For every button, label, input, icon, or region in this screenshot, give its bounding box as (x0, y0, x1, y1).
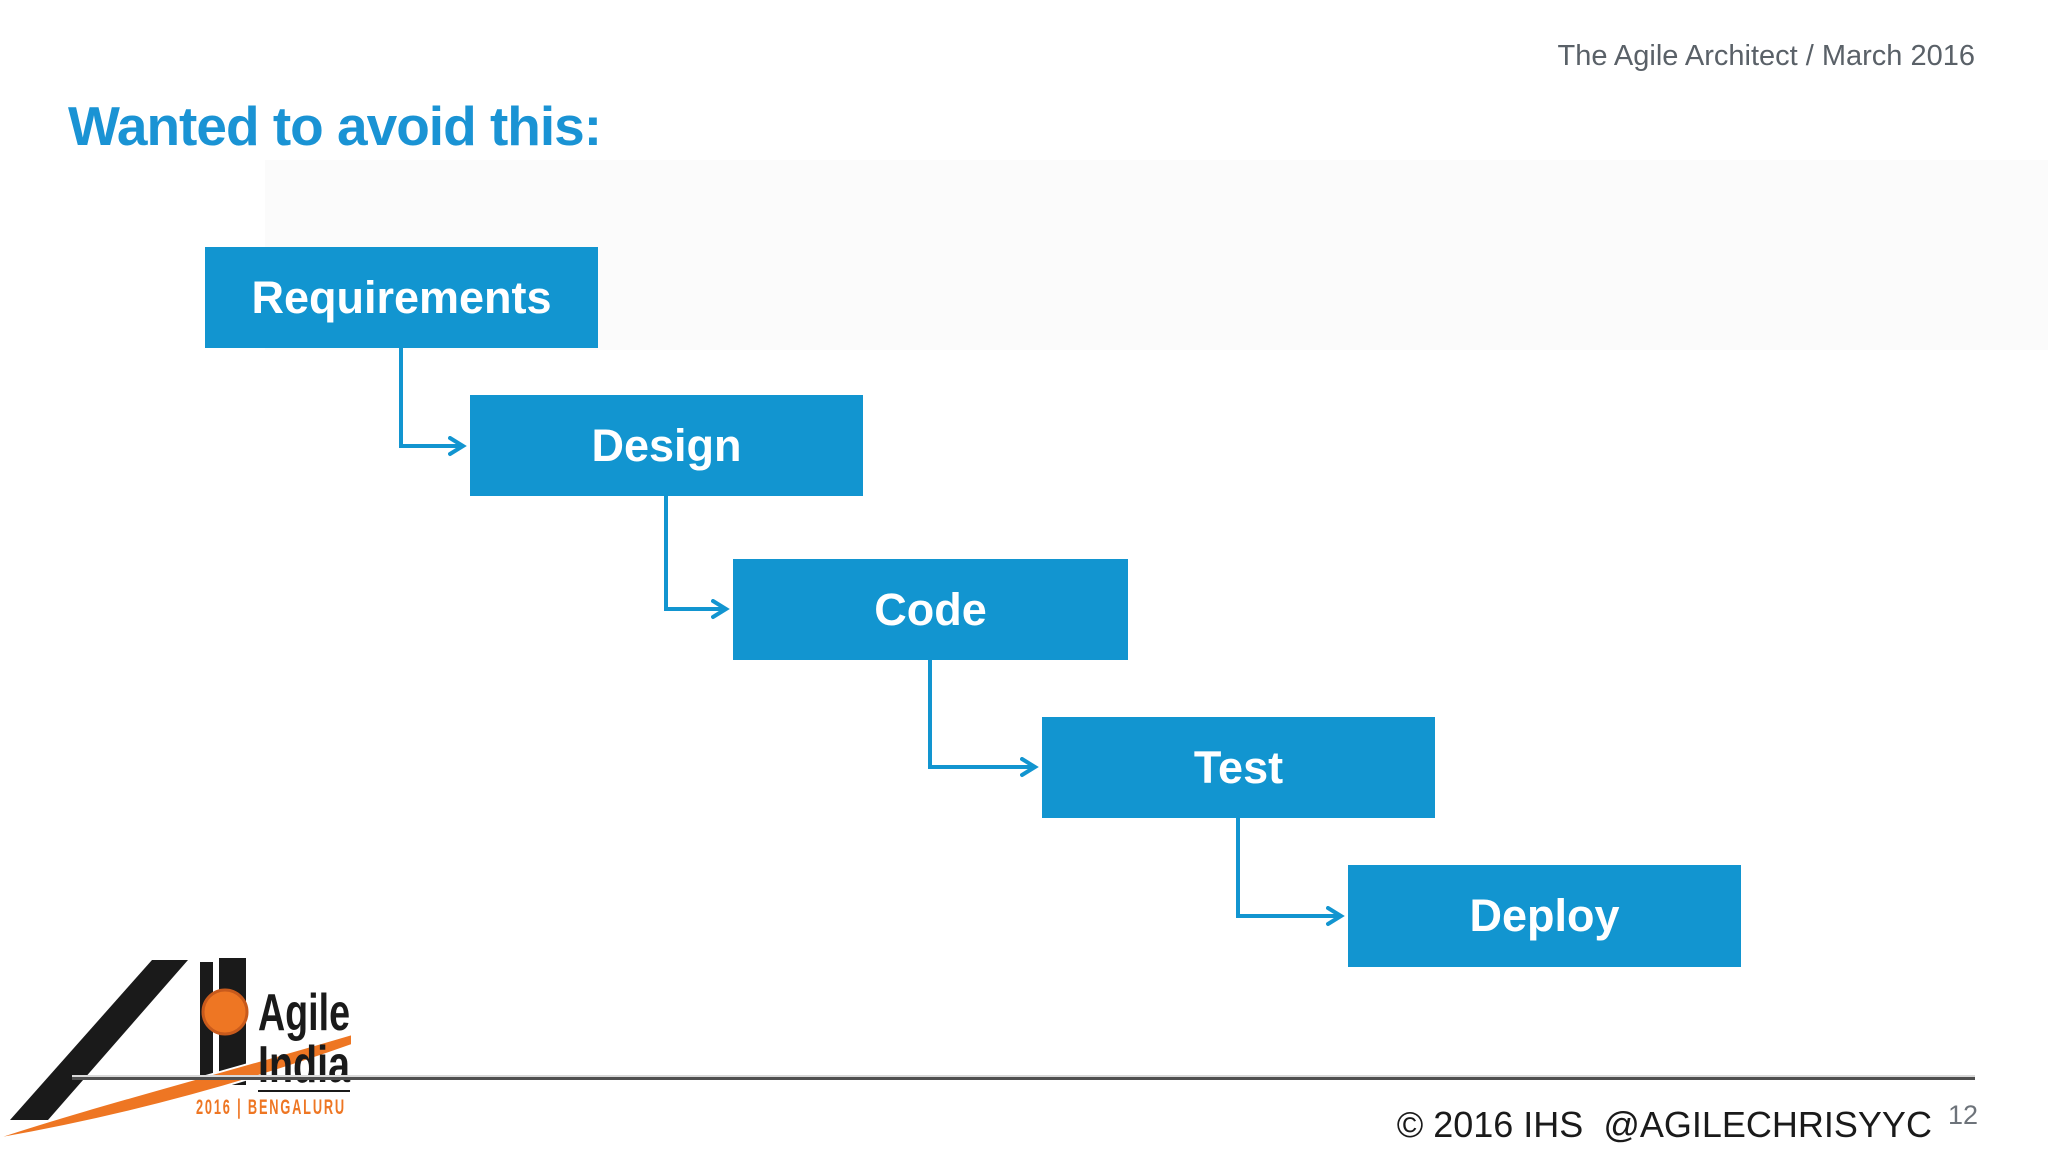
flow-box-label: Test (1193, 741, 1284, 793)
flow-box-test: Test (1042, 717, 1435, 818)
footer-copyright: © 2016 IHS @AGILECHRISYYC (1396, 1104, 1932, 1145)
logo-diagonal-stroke (10, 960, 188, 1120)
flow-arrow-design-code (664, 496, 730, 619)
page-title: Wanted to avoid this: (68, 95, 602, 157)
flow-arrow-code-test (928, 660, 1039, 777)
agile-india-logo: Agile India 2016 | BENGALURU (0, 958, 353, 1140)
flow-box-code: Code (733, 559, 1128, 660)
header-credit: The Agile Architect / March 2016 (1557, 40, 1976, 72)
footer: © 2016 IHS @AGILECHRISYYC 12 (1396, 1100, 1978, 1146)
logo-text-agile: Agile (258, 984, 350, 1042)
logo-text-india: India (258, 1036, 351, 1094)
flow-box-requirements: Requirements (205, 247, 598, 348)
page-number: 12 (1947, 1100, 1978, 1130)
flow-box-deploy: Deploy (1348, 865, 1741, 967)
logo-tagline: 2016 | BENGALURU (196, 1096, 346, 1119)
flow-box-label: Requirements (251, 271, 552, 323)
flow-arrow-requirements-design (399, 348, 467, 456)
flow-box-label: Deploy (1469, 890, 1620, 941)
flow-box-design: Design (470, 395, 863, 496)
logo-ball (201, 988, 249, 1036)
footer-divider (72, 1077, 1975, 1080)
flow-box-label: Code (874, 583, 987, 635)
flow-box-label: Design (591, 419, 742, 471)
flow-arrow-test-deploy (1236, 818, 1345, 926)
